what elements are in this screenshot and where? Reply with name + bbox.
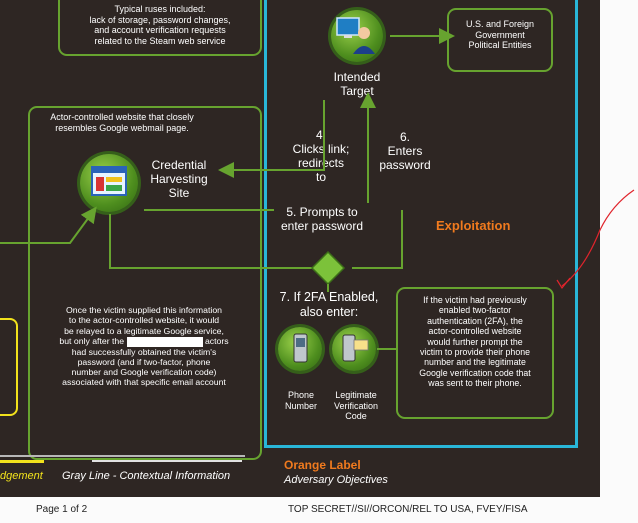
verification-line: Verification xyxy=(333,400,379,411)
entities-line: Political Entities xyxy=(468,40,532,51)
classification-marking: TOP SECRET//SI//ORCON/REL TO USA, FVEY/F… xyxy=(288,504,528,515)
step4-line: Clicks link; xyxy=(292,142,350,157)
actor-site-box xyxy=(28,106,262,460)
legend-divider xyxy=(0,455,245,457)
entities-line: Government xyxy=(475,29,525,40)
relay-line: Once the victim supplied this informatio… xyxy=(66,305,222,315)
credential-line: Site xyxy=(168,186,190,201)
step4-line: 4. xyxy=(315,128,326,142)
yellow-partial-box xyxy=(0,318,18,416)
twofa-line: enabled two-factor xyxy=(438,305,512,316)
phone-number-label: Phone Number xyxy=(278,390,324,411)
phone-line: Number xyxy=(284,400,317,411)
caption-line: resembles Google webmail page. xyxy=(55,122,189,133)
legend-left-partial: dgement xyxy=(0,470,43,482)
relay-line: be relayed to a legitimate Google servic… xyxy=(64,325,224,336)
relay-fragment: actors xyxy=(204,335,229,346)
step-5-label: 5. Prompts to enter password xyxy=(272,205,372,233)
verification-line: Code xyxy=(345,411,367,422)
user-computer-icon xyxy=(336,17,375,54)
verification-code-label: Legitimate Verification Code xyxy=(326,390,386,422)
verification-node xyxy=(332,327,376,371)
connector-lines xyxy=(0,28,455,350)
twofa-line: actor-controlled website xyxy=(428,326,522,337)
step6-line: 6. xyxy=(399,130,410,144)
step5-line: 5. Prompts to xyxy=(286,205,358,219)
step7-line: 7. If 2FA Enabled, xyxy=(279,290,379,304)
step4-line: redirects xyxy=(297,156,344,171)
typical-ruses-box: Typical ruses included: lack of storage,… xyxy=(58,0,262,56)
target-node xyxy=(331,10,383,62)
relay-line: had successfully obtained the victim's xyxy=(71,346,217,357)
verification-line: Legitimate xyxy=(335,390,377,400)
relay-line: to the actor-controlled website, it woul… xyxy=(68,315,220,326)
twofa-note-box: If the victim had previously enabled two… xyxy=(396,287,554,419)
ruses-line: and account verification requests xyxy=(94,25,226,36)
step-7-label: 7. If 2FA Enabled, also enter: xyxy=(270,290,388,320)
diagram-panel: Typical ruses included: lack of storage,… xyxy=(0,0,600,497)
twofa-line: victim to provide their phone xyxy=(419,346,531,357)
ruses-title: Typical ruses included: xyxy=(114,4,206,14)
credential-line: Credential xyxy=(151,158,207,172)
exploitation-frame xyxy=(264,0,578,448)
twofa-line: Google verification code that xyxy=(419,367,531,378)
relay-line-redacted: but only after the actors xyxy=(34,336,254,347)
relay-fragment: but only after the xyxy=(59,335,125,346)
legend-gray-line: Gray Line - Contextual Information xyxy=(62,470,231,482)
target-line: Intended xyxy=(333,70,381,84)
step-4-label: 4. Clicks link; redirects to xyxy=(286,128,356,185)
twofa-line: If the victim had previously xyxy=(423,295,527,305)
twofa-line: would further prompt the xyxy=(427,336,523,347)
twofa-line: number and the legitimate xyxy=(424,357,526,368)
phone-line: Phone xyxy=(287,390,315,400)
website-icon xyxy=(91,166,127,196)
relay-line: password (and if two-factor, phone xyxy=(77,356,211,367)
redaction-box xyxy=(126,336,203,347)
step4-line: to xyxy=(315,170,326,185)
twofa-line: authentication (2FA), the xyxy=(427,315,523,326)
legend-adversary: Adversary Objectives xyxy=(284,474,388,486)
phone-icon xyxy=(293,333,308,363)
step6-line: password xyxy=(379,158,431,173)
exploitation-label: Exploitation xyxy=(436,218,511,233)
step7-line: also enter: xyxy=(299,304,359,319)
phone-node xyxy=(278,327,322,371)
entities-line: U.S. and Foreign xyxy=(465,19,535,29)
relay-line: number and Google verification code) xyxy=(71,367,217,378)
credential-site-label: Credential Harvesting Site xyxy=(140,158,218,200)
legend-yellow-swatch xyxy=(0,460,44,463)
credential-site-node xyxy=(80,154,138,212)
page-number: Page 1 of 2 xyxy=(36,504,88,515)
caption-line: Actor-controlled website that closely xyxy=(50,112,194,122)
legend-gray-swatch xyxy=(92,460,242,462)
phone-message-icon xyxy=(342,334,369,362)
legend-orange-label: Orange Label xyxy=(284,458,361,472)
step6-line: Enters xyxy=(387,144,423,159)
step-6-label: 6. Enters password xyxy=(372,130,438,172)
step5-line: enter password xyxy=(280,219,364,234)
relay-text: Once the victim supplied this informatio… xyxy=(34,305,254,388)
credential-line: Harvesting xyxy=(150,172,208,187)
relay-line: associated with that specific email acco… xyxy=(62,377,226,388)
ruses-line: related to the Steam web service xyxy=(94,35,226,46)
ruses-line: lack of storage, password changes, xyxy=(89,14,231,25)
actor-site-caption: Actor-controlled website that closely re… xyxy=(32,112,212,133)
twofa-line: was sent to their phone. xyxy=(428,378,522,388)
